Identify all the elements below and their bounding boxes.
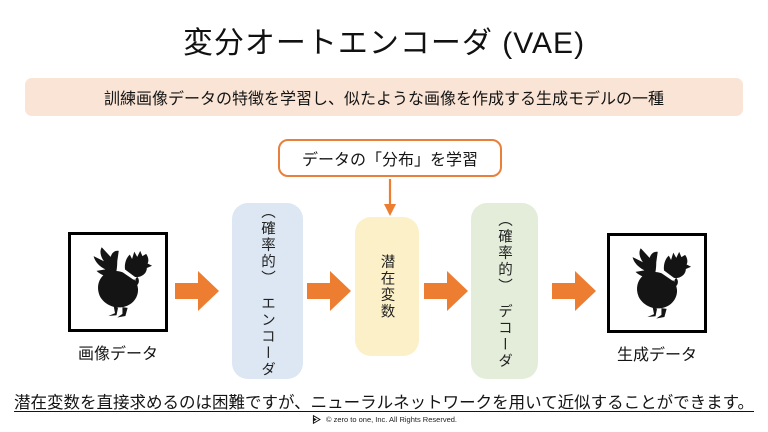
flow-arrow-icon — [552, 271, 596, 311]
flow-arrow-icon — [307, 271, 351, 311]
copyright-text: © zero to one, Inc. All Rights Reserved. — [325, 415, 457, 424]
decoder-box: （確率的） デコーダ — [471, 203, 538, 379]
encoder-label: （確率的） エンコーダ — [259, 203, 275, 379]
latent-variable-box: 潜在変数 — [355, 217, 419, 356]
page-title: 変分オートエンコーダ (VAE) — [182, 27, 586, 60]
rooster-icon — [632, 248, 692, 319]
subtitle-banner: 訓練画像データの特徴を学習し、似たような画像を作成する生成モデルの一種 — [25, 78, 743, 116]
flow-arrow-icon — [175, 271, 219, 311]
encoder-box: （確率的） エンコーダ — [232, 203, 303, 379]
output-image-label: 生成データ — [616, 347, 697, 364]
subtitle-banner-text: 訓練画像データの特徴を学習し、似たような画像を作成する生成モデルの一種 — [103, 91, 664, 108]
input-image-label: 画像データ — [77, 346, 158, 363]
flow-arrow-icon — [424, 271, 468, 311]
decoder-label: （確率的） デコーダ — [496, 212, 512, 370]
input-image-frame — [68, 232, 168, 332]
output-image-frame — [607, 233, 707, 333]
rooster-icon — [93, 247, 153, 318]
down-arrow-icon — [384, 179, 396, 216]
callout-box: データの「分布」を学習 — [278, 139, 502, 177]
bottom-note: 潜在変数を直接求めるのは困難ですが、ニューラルネットワークを用いて近似することが… — [13, 394, 755, 412]
zero-to-one-logo-icon — [312, 414, 321, 425]
callout-text: データの「分布」を学習 — [301, 152, 478, 169]
latent-variable-label: 潜在変数 — [378, 253, 395, 320]
footer: © zero to one, Inc. All Rights Reserved. — [0, 414, 768, 425]
